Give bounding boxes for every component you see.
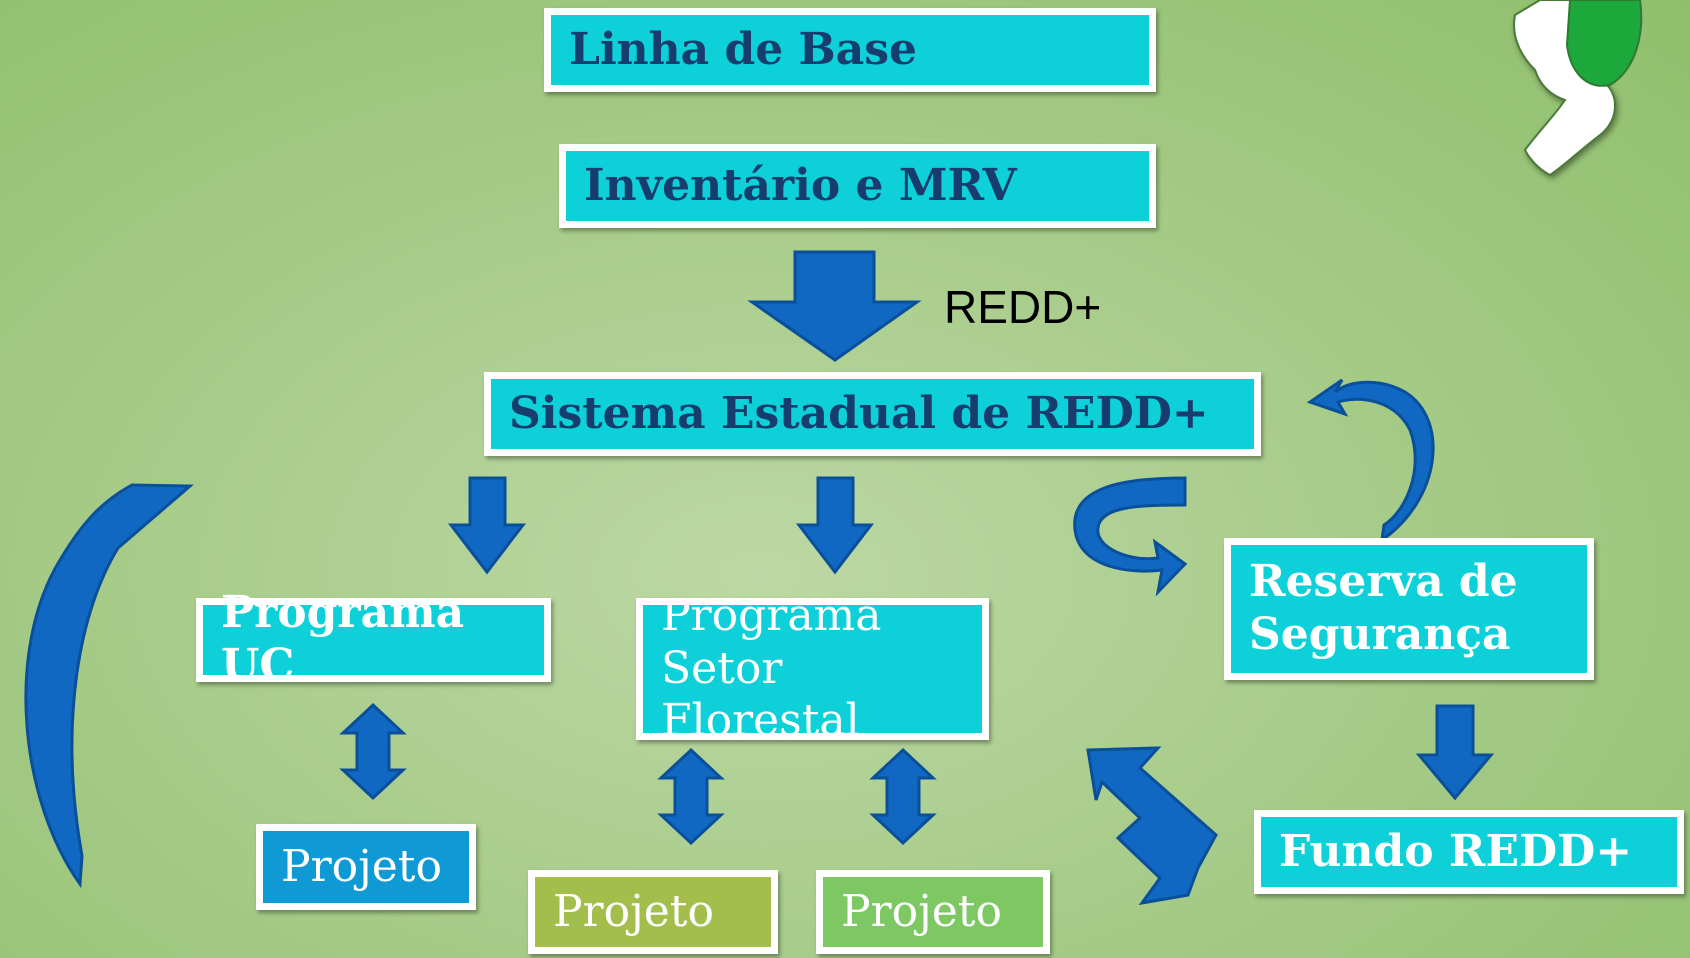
programa-setor-line2: Setor Florestal — [661, 642, 860, 747]
down-arrow-icon — [747, 250, 922, 362]
curved-arrow-icon — [1306, 378, 1435, 544]
projeto-uc-label: Projeto — [281, 840, 442, 892]
projeto-setor-2-box: Projeto — [816, 870, 1050, 954]
inventario-mrv-box: Inventário e MRV — [559, 144, 1156, 228]
reserva-de-seguranca-box: Reserva de Segurança — [1224, 538, 1594, 680]
programa-setor-florestal-box: Programa Setor Florestal — [636, 590, 989, 746]
sistema-estadual-label: Sistema Estadual de REDD+ — [509, 387, 1209, 439]
double-arrow-icon — [869, 747, 937, 846]
reserva-line2: Segurança — [1249, 609, 1511, 660]
curled-arrow-icon — [1073, 476, 1188, 597]
redd-label: REDD+ — [944, 281, 1102, 333]
down-arrow-icon — [795, 476, 875, 575]
diagonal-double-arrow-icon — [1086, 746, 1218, 906]
programa-uc-box: Programa UC — [196, 587, 551, 691]
down-arrow-icon — [1415, 704, 1495, 801]
double-arrow-icon — [339, 702, 407, 801]
fundo-redd-label: Fundo REDD+ — [1279, 825, 1633, 877]
projeto-setor-1-label: Projeto — [553, 885, 714, 937]
projeto-setor-1-box: Projeto — [528, 870, 778, 954]
projeto-setor-2-label: Projeto — [841, 885, 1002, 937]
linha-de-base-label: Linha de Base — [569, 23, 918, 75]
double-arrow-icon — [657, 747, 725, 846]
down-arrow-icon — [447, 476, 527, 575]
inventario-mrv-label: Inventário e MRV — [584, 159, 1017, 211]
curved-arrow-icon — [24, 483, 194, 889]
sistema-estadual-box: Sistema Estadual de REDD+ — [484, 372, 1261, 456]
fundo-redd-box: Fundo REDD+ — [1254, 810, 1684, 894]
reserva-line1: Reserva de — [1249, 556, 1518, 608]
projeto-uc-box: Projeto — [256, 824, 476, 910]
brazil-map-icon — [1513, 0, 1643, 177]
programa-setor-line1: Programa — [661, 589, 882, 641]
linha-de-base-box: Linha de Base — [544, 8, 1156, 92]
programa-uc-label: Programa UC — [221, 587, 465, 691]
